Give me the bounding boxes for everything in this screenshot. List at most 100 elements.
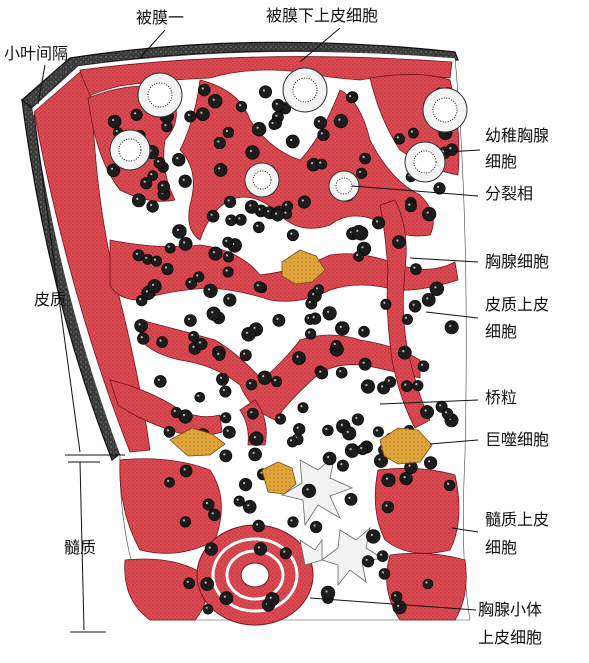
lymphocyte: [252, 221, 265, 234]
lymphocyte-highlight: [151, 283, 155, 286]
lymphocyte-highlight: [145, 290, 148, 293]
lymphocyte-highlight: [223, 415, 226, 418]
lymphocyte: [248, 447, 262, 462]
lymphocyte-highlight: [410, 130, 413, 133]
lymphocyte: [202, 603, 214, 615]
lymphocyte-highlight: [358, 170, 362, 173]
lymphocyte: [353, 250, 365, 262]
lymphocyte-highlight: [135, 252, 139, 255]
lymphocyte-highlight: [173, 409, 176, 413]
lymphocyte-highlight: [412, 303, 415, 306]
lymphocyte: [214, 349, 226, 361]
lymphocyte: [316, 158, 328, 170]
lymphocyte: [164, 242, 176, 254]
lymphocyte-highlight: [375, 220, 379, 223]
lymphocyte: [286, 436, 298, 448]
lymphocyte-highlight: [243, 352, 246, 355]
label-immature-thymocyte-1: 幼稚胸腺: [485, 126, 550, 145]
lymphocyte-highlight: [217, 352, 220, 355]
lymphocyte: [297, 402, 309, 414]
lymphocyte: [313, 116, 328, 130]
lymphocyte-highlight: [212, 251, 216, 254]
lymphocyte: [357, 443, 369, 456]
lymphocyte: [247, 407, 259, 420]
lymphocyte: [281, 200, 293, 212]
lymphocyte-highlight: [340, 463, 343, 466]
lymphocyte: [222, 266, 234, 278]
lymphocyte: [443, 479, 456, 492]
lymphocyte-highlight: [308, 331, 311, 334]
lymphocyte-highlight: [166, 429, 169, 432]
lymphocyte: [131, 193, 146, 208]
lymphocyte: [244, 199, 259, 214]
lymphocyte-highlight: [182, 519, 185, 522]
lymphocyte-highlight: [365, 558, 368, 561]
lymphocyte: [376, 550, 389, 562]
lymphocyte: [293, 423, 306, 436]
lymphocyte: [358, 357, 372, 371]
lymphocyte-highlight: [245, 331, 249, 334]
lymphocyte-highlight: [426, 297, 429, 300]
lymphocyte: [287, 516, 299, 528]
lymphocyte-highlight: [306, 488, 309, 491]
lymphocyte-highlight: [320, 132, 323, 135]
lymphocyte-highlight: [296, 355, 299, 358]
lymphocyte: [196, 107, 210, 121]
lymphocyte-highlight: [404, 316, 407, 319]
lymphocyte: [310, 520, 323, 534]
lymphocyte: [156, 336, 168, 348]
lymphocyte: [219, 385, 232, 398]
lymphocyte-highlight: [317, 120, 320, 123]
lymphocyte: [208, 246, 223, 261]
lymphocyte: [222, 236, 234, 248]
lymphocyte: [399, 472, 413, 486]
lymphocyte: [202, 498, 215, 511]
lymphocyte-highlight: [260, 471, 263, 474]
lymphocyte: [213, 136, 226, 150]
lymphocyte: [344, 443, 360, 458]
lymphocyte: [188, 330, 200, 342]
lymphocyte: [285, 134, 300, 149]
lymphocyte-highlight: [136, 197, 139, 200]
lymphocyte: [134, 318, 148, 333]
lymphocyte-highlight: [226, 429, 229, 432]
lymphocyte-highlight: [339, 325, 342, 328]
lymphocyte: [223, 293, 237, 307]
lymphocyte: [392, 235, 406, 249]
lymphocyte-highlight: [267, 210, 270, 213]
macrophages: [169, 249, 433, 495]
label-bridge-granule: 桥粒: [485, 388, 518, 407]
lymphocyte-highlight: [198, 341, 202, 344]
lymphocyte-highlight: [447, 482, 450, 485]
label-thymic-corpuscle-2: 上皮细胞: [478, 628, 543, 647]
lymphocyte: [404, 200, 417, 213]
lymphocyte-highlight: [210, 213, 213, 216]
lymphocyte: [219, 449, 233, 463]
lymphocyte: [161, 121, 173, 133]
lymphocyte-highlight: [139, 298, 142, 301]
lymphocyte: [147, 279, 162, 294]
lymphocyte: [351, 225, 367, 240]
lymphocyte-highlight: [349, 448, 352, 451]
label-mitotic-figure: 分裂相: [485, 184, 534, 203]
lymphocyte-highlight: [238, 104, 242, 107]
lymphocyte: [400, 380, 413, 392]
lymphocyte-highlight: [424, 409, 427, 412]
lymphocyte: [172, 153, 186, 167]
lymphocyte: [317, 128, 330, 141]
lymphocyte-highlight: [159, 339, 162, 342]
lymphocyte-highlight: [211, 311, 214, 314]
lymphocyte: [184, 314, 197, 327]
lymphocyte: [253, 281, 265, 293]
lymphocyte: [433, 182, 446, 195]
lymphocyte: [330, 339, 342, 351]
lymphocyte: [219, 591, 234, 606]
lymphocyte: [106, 163, 121, 178]
lymphocyte-highlight: [182, 178, 185, 181]
lymphocyte-highlight: [356, 229, 359, 232]
lymphocyte-highlight: [361, 329, 364, 332]
lymphocyte-highlight: [361, 246, 364, 249]
lymphocyte-highlight: [413, 266, 416, 269]
lymphocyte-highlight: [275, 212, 278, 215]
lymphocyte-highlight: [275, 114, 278, 117]
